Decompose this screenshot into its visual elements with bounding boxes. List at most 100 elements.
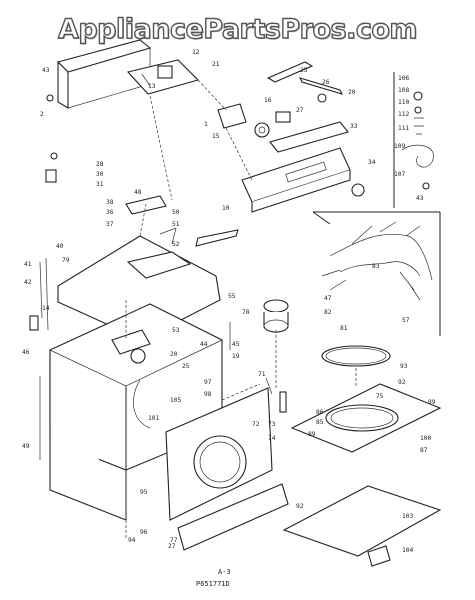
- callout-92: 92: [398, 379, 406, 386]
- callout-89: 89: [308, 431, 316, 438]
- callout-16: 16: [264, 97, 272, 104]
- callout-74: 74: [268, 435, 276, 442]
- callout-25: 25: [300, 67, 308, 74]
- callout-111: 111: [398, 125, 409, 132]
- part-number: P651771D: [196, 580, 230, 588]
- callout-97: 97: [204, 379, 212, 386]
- callout-27b: 27: [168, 543, 176, 550]
- callout-10: 10: [222, 205, 230, 212]
- callout-30: 30: [96, 171, 104, 178]
- small-parts-column: [401, 91, 434, 190]
- callout-72: 72: [252, 421, 260, 428]
- callout-15: 15: [212, 133, 220, 140]
- callout-86: 86: [316, 409, 324, 416]
- callout-40: 40: [56, 243, 64, 250]
- callout-43b: 43: [416, 195, 424, 202]
- wiring-harness-inset: [312, 72, 441, 336]
- callout-37: 37: [106, 221, 114, 228]
- callout-78: 78: [242, 309, 250, 316]
- leader-lines: [125, 79, 357, 540]
- callout-49: 49: [22, 443, 30, 450]
- callout-52: 52: [172, 241, 180, 248]
- callout-94: 94: [128, 537, 136, 544]
- gasket: [321, 345, 391, 367]
- callout-104: 104: [402, 547, 413, 554]
- figure-reference: A-3 P651771D: [196, 568, 231, 588]
- callout-105: 105: [170, 397, 181, 404]
- callout-25b: 25: [182, 363, 190, 370]
- callout-81: 81: [340, 325, 348, 332]
- top-cover: [57, 227, 239, 341]
- callout-106: 106: [398, 75, 409, 82]
- front-panel: [165, 387, 273, 521]
- callout-75: 75: [376, 393, 384, 400]
- callout-47: 47: [324, 295, 332, 302]
- toe-panel: [177, 483, 289, 551]
- callout-50: 50: [172, 209, 180, 216]
- callout-108: 108: [398, 87, 409, 94]
- callout-110: 110: [398, 99, 409, 106]
- callout-38: 38: [106, 199, 114, 206]
- callout-12: 12: [192, 49, 200, 56]
- callout-26: 26: [322, 79, 330, 86]
- callout-83: 83: [372, 263, 380, 270]
- pump: [263, 299, 289, 333]
- callout-112: 112: [398, 111, 409, 118]
- callout-55: 55: [228, 293, 236, 300]
- callout-46: 46: [22, 349, 30, 356]
- left-hardware: [29, 152, 58, 331]
- callout-95: 95: [140, 489, 148, 496]
- watermark: AppliancePartsPros.com: [57, 13, 418, 45]
- callout-44: 44: [200, 341, 208, 348]
- callout-48: 48: [134, 189, 142, 196]
- callout-107: 107: [394, 171, 405, 178]
- callout-87: 87: [420, 447, 428, 454]
- callout-101: 101: [148, 415, 159, 422]
- callout-36: 36: [106, 209, 114, 216]
- callout-42: 42: [24, 279, 32, 286]
- callout-41: 41: [24, 261, 32, 268]
- callout-45: 45: [232, 341, 240, 348]
- page-ref: A-3: [218, 568, 231, 576]
- side-post: [229, 322, 287, 413]
- callout-20: 20: [348, 89, 356, 96]
- callout-79: 79: [62, 257, 70, 264]
- callout-98: 98: [204, 391, 212, 398]
- callout-33: 33: [350, 123, 358, 130]
- base-tray: [282, 485, 442, 567]
- callout-53: 53: [172, 327, 180, 334]
- callout-13: 13: [148, 83, 156, 90]
- callout-92b: 92: [296, 503, 304, 510]
- console-rail: [266, 61, 344, 103]
- control-panel: [241, 121, 365, 213]
- callout-93: 93: [400, 363, 408, 370]
- callout-99: 99: [428, 399, 436, 406]
- callout-85: 85: [316, 419, 324, 426]
- callout-27: 27: [296, 107, 304, 114]
- callout-77: 77: [170, 537, 178, 544]
- callout-82: 82: [324, 309, 332, 316]
- callout-31: 31: [96, 181, 104, 188]
- lid-panel: [290, 383, 442, 453]
- callout-103: 103: [402, 513, 413, 520]
- console-top-panel: [46, 39, 152, 109]
- callout-34: 34: [368, 159, 376, 166]
- callout-21: 21: [212, 61, 220, 68]
- callout-labels: 43 2 12 21 13 25 26 20 1 15 16 27 33 10 …: [22, 49, 436, 554]
- callout-14: 14: [42, 305, 50, 312]
- callout-2: 2: [40, 111, 44, 118]
- callout-73: 73: [268, 421, 276, 428]
- switch-assembly: [217, 103, 291, 138]
- timer-bracket: [126, 59, 200, 95]
- callout-28: 28: [96, 161, 104, 168]
- callout-71: 71: [258, 371, 266, 378]
- callout-109: 109: [394, 143, 405, 150]
- callout-20b: 20: [170, 351, 178, 358]
- callout-43: 43: [42, 67, 50, 74]
- callout-96: 96: [140, 529, 148, 536]
- callout-100: 100: [420, 435, 431, 442]
- callout-1: 1: [204, 121, 208, 128]
- callout-51: 51: [172, 221, 180, 228]
- callout-19: 19: [232, 353, 240, 360]
